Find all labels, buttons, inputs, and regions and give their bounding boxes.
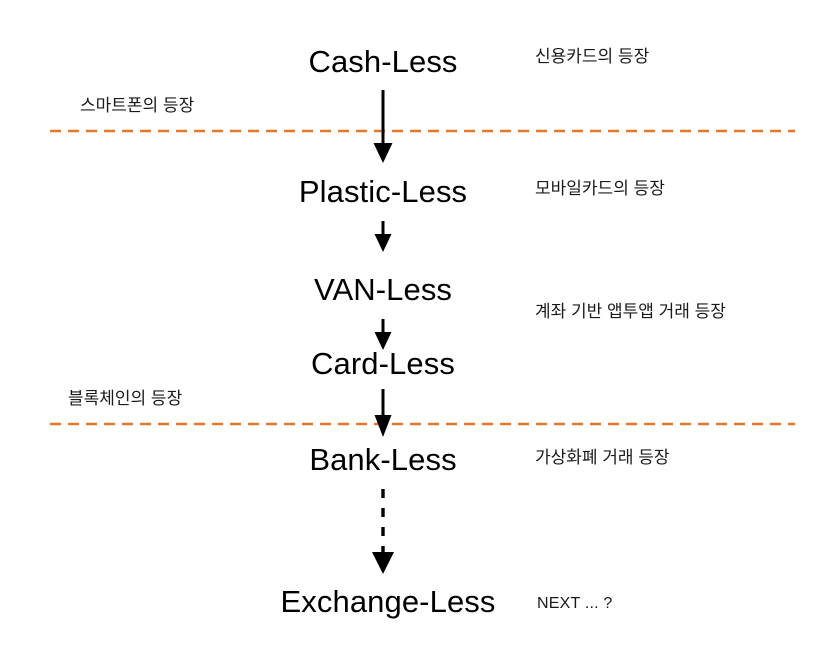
stage-label-cash-less: Cash-Less — [308, 44, 458, 79]
era-label-smartphone: 스마트폰의 등장 — [80, 96, 195, 115]
annotation-plastic-less: 모바일카드의 등장 — [535, 179, 665, 198]
connector-card-to-bank — [374, 389, 392, 437]
connector-cash-to-plastic — [373, 90, 393, 163]
stage-label-card-less: Card-Less — [311, 346, 455, 381]
annotation-exchange-less: NEXT ... ? — [537, 595, 613, 612]
annotation-bank-less: 가상화폐 거래 등장 — [535, 448, 670, 467]
annotation-card-less: 계좌 기반 앱투앱 거래 등장 — [535, 302, 726, 321]
connector-plastic-to-van — [374, 221, 392, 252]
connector-bank-to-exchange — [372, 489, 394, 574]
stage-label-van-less: VAN-Less — [313, 272, 453, 307]
stage-label-plastic-less: Plastic-Less — [298, 174, 468, 209]
stage-label-bank-less: Bank-Less — [309, 442, 457, 477]
annotation-cash-less: 신용카드의 등장 — [535, 47, 650, 66]
stage-label-exchange-less: Exchange-Less — [280, 584, 496, 619]
era-label-blockchain: 블록체인의 등장 — [68, 389, 183, 408]
